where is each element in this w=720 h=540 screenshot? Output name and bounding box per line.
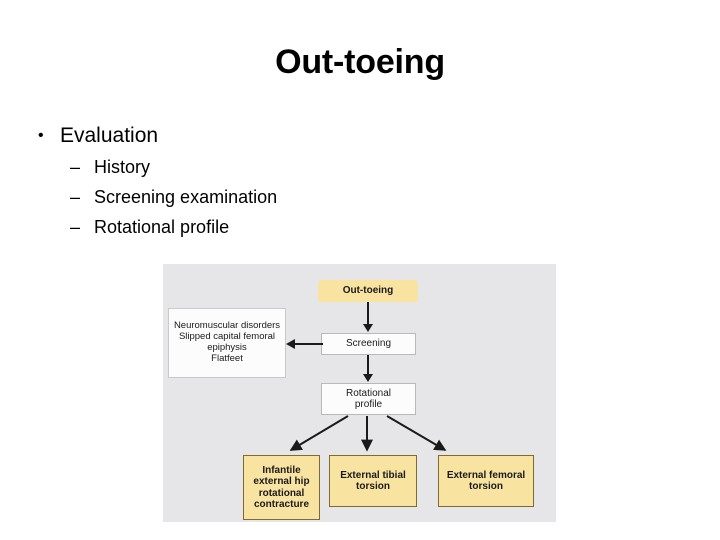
flowchart-node-label-line1: Rotational [345,387,392,399]
flowchart-node-label-line1: Infantile [262,464,301,476]
flowchart-node-infantile-external-hip-rotational-contracture: Infantile external hip rotational contra… [243,455,320,520]
flowchart-node-label-line1: External femoral [446,469,526,481]
bullet-dash-icon: – [70,217,81,238]
connector-screening-to-differential [294,343,323,345]
flowchart-node-label-line3: epiphysis [207,342,247,353]
flowchart-node-screening: Screening [321,333,416,355]
bullet-level2-label: History [94,157,151,177]
flowchart-node-label: Screening [345,338,392,350]
page-title: Out-toeing [275,43,445,81]
bullet-dash-icon: – [70,157,81,177]
flowchart-node-label-line2: profile [354,399,383,410]
arrowhead-left-icon [286,339,295,349]
flowchart-node-label: Out-toeing [342,285,394,297]
bullet-level2-label: Rotational profile [94,217,230,238]
bullet-level2-screening-examination: – Screening examination [70,184,594,210]
flowchart-node-label-line1: Neuromuscular disorders [173,320,281,332]
bullet-level2-history: – History [70,154,594,180]
flowchart-node-label-line3: rotational [258,487,305,499]
flowchart-node-label-line2: torsion [469,481,503,492]
flowchart-node-label-line4: contracture [253,499,309,510]
bullet-level1-evaluation: • Evaluation [34,124,594,148]
flowchart-node-label-line2: Slipped capital femoral [178,331,276,343]
bullet-level1-label: Evaluation [60,124,159,147]
bullet-list: • Evaluation – History – Screening exami… [34,124,594,244]
arrowhead-down-icon [363,324,373,332]
flowchart-node-rotational-profile: Rotational profile [321,383,416,415]
flowchart-node-out-toeing: Out-toeing [318,280,418,302]
flowchart-node-external-femoral-torsion: External femoral torsion [438,455,534,507]
bullet-sublist: – History – Screening examination – Rota… [34,154,594,240]
bullet-level2-rotational-profile: – Rotational profile [70,214,594,240]
flowchart-node-label-line1: External tibial [340,469,406,481]
connector-screening-to-rotational-profile [367,355,369,377]
connector-root-to-screening [367,302,369,326]
flowchart-node-label-line4: Flatfeet [211,352,243,364]
flowchart-node-label-line2: external hip [253,476,310,487]
arrowhead-down-icon [363,374,373,382]
bullet-dash-icon: – [70,187,81,208]
flowchart-node-differential-conditions: Neuromuscular disorders Slipped capital … [168,308,286,378]
bullet-dot-icon: • [38,127,44,144]
flowchart-node-external-tibial-torsion: External tibial torsion [329,455,417,507]
flowchart-node-label-line2: torsion [356,481,390,492]
flowchart-figure: Out-toeing Screening Neuromuscular disor… [163,264,556,522]
bullet-level2-label: Screening examination [94,187,278,208]
